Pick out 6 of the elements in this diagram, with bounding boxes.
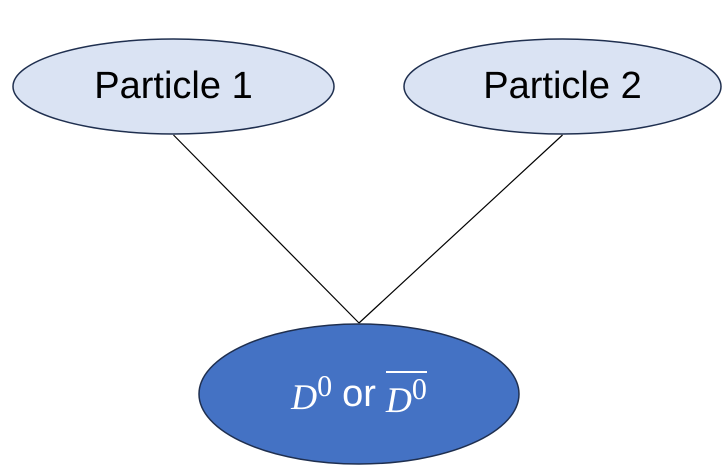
- connector-line: [173, 134, 360, 324]
- connector-word: or: [342, 372, 376, 416]
- math-symbol: D$^{0}$: [291, 370, 332, 418]
- node-label: Particle 1: [94, 65, 253, 108]
- node-label: Particle 2: [483, 65, 642, 108]
- connector-line: [358, 134, 563, 324]
